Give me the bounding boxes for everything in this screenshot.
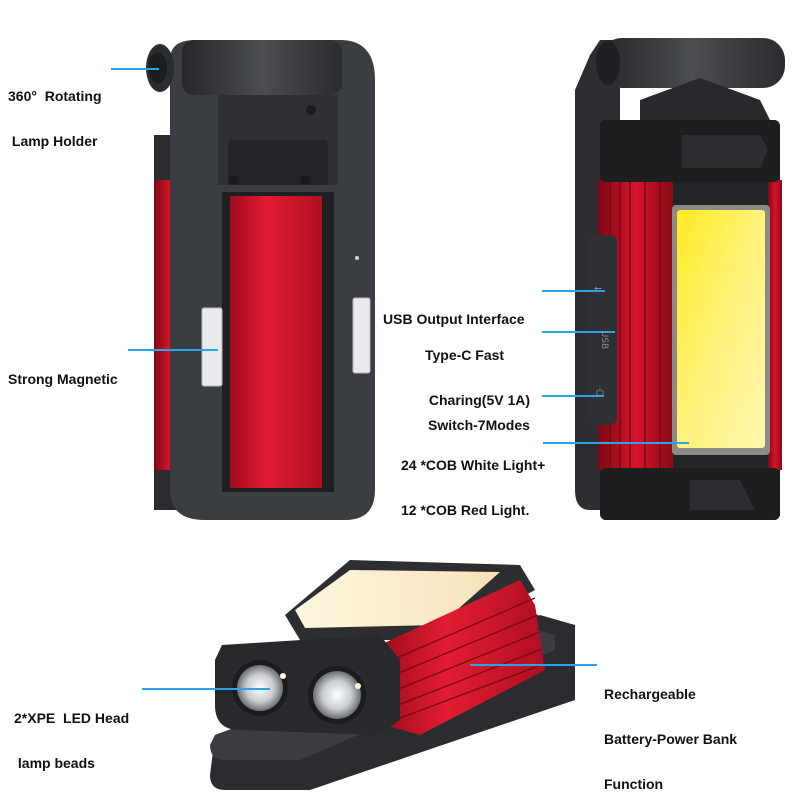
usb-port-icon: ⭠	[594, 283, 602, 294]
leader-line	[543, 442, 689, 444]
leader-line	[128, 349, 218, 351]
front-view-product	[210, 560, 575, 790]
callout-magnetic: Strong Magnetic	[8, 342, 118, 402]
callout-line: 12 *COB Red Light.	[401, 502, 530, 518]
callout-battery: Rechargeable Battery-Power Bank Function	[604, 657, 737, 807]
callout-xpe: 2*XPE LED Head lamp beads	[14, 681, 129, 786]
callout-line: 24 *COB White Light+	[401, 457, 546, 473]
callout-line: Lamp Holder	[8, 133, 98, 149]
callout-type-c: Type-C Fast Charing(5V 1A)	[425, 318, 530, 423]
callout-line: Charing(5V 1A)	[425, 392, 531, 408]
callout-line: 360° Rotating	[8, 88, 102, 104]
callout-line: Strong Magnetic	[8, 371, 118, 387]
callout-cob: 24 *COB White Light+ 12 *COB Red Light.	[401, 428, 545, 533]
callout-line: USB Output Interface	[383, 311, 525, 327]
callout-line: Switch-7Modes	[428, 417, 530, 433]
side-view-product	[575, 38, 785, 520]
callout-line: Function	[604, 776, 664, 792]
leader-line	[111, 68, 159, 70]
leader-line	[542, 290, 605, 292]
callout-line: Rechargeable	[604, 686, 696, 702]
callout-rotating-holder: 360° Rotating Lamp Holder	[8, 59, 102, 164]
callout-switch: Switch-7Modes	[428, 388, 530, 448]
callout-line: Battery-Power Bank	[604, 731, 738, 747]
leader-line	[542, 331, 615, 333]
usb-port-label: USB	[599, 330, 610, 350]
callout-line: Type-C Fast	[425, 347, 505, 363]
leader-line	[542, 395, 604, 397]
callout-line: lamp beads	[14, 755, 95, 771]
back-view-product	[146, 40, 375, 520]
power-switch-icon: ⏻	[596, 388, 604, 399]
callout-line: 2*XPE LED Head	[14, 710, 130, 726]
leader-line	[470, 664, 597, 666]
callout-usb-output: USB Output Interface	[383, 282, 525, 342]
leader-line	[142, 688, 270, 690]
